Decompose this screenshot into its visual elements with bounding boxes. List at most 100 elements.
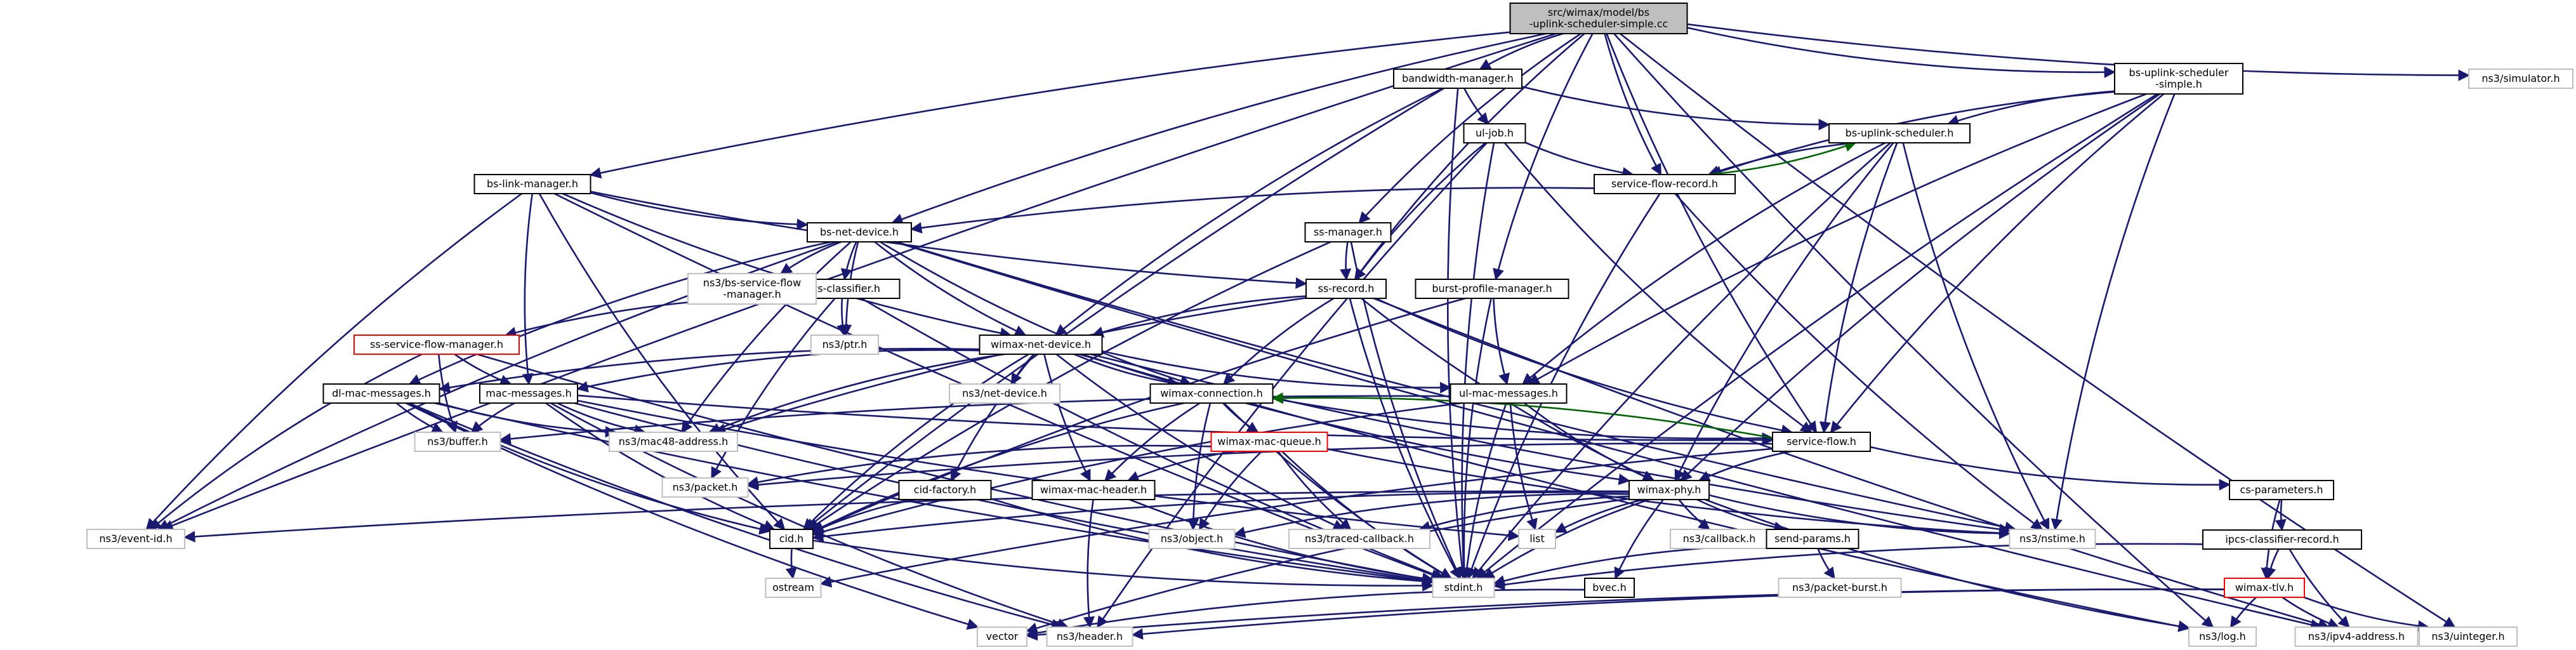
node-label-bandwidth-manager: bandwidth-manager.h xyxy=(1402,72,1514,84)
node-log: ns3/log.h xyxy=(2188,627,2257,647)
node-wimax-mac-header[interactable]: wimax-mac-header.h xyxy=(1031,480,1156,500)
include-edge-wimax-net-device-to-traced-callback xyxy=(1055,353,1345,531)
node-label-header: ns3/header.h xyxy=(1057,630,1123,642)
node-ul-mac-messages[interactable]: ul-mac-messages.h xyxy=(1450,383,1568,404)
node-service-flow[interactable]: service-flow.h xyxy=(1772,432,1871,452)
include-edge-bs-uplink-scheduler-simple-to-bs-uplink-scheduler xyxy=(1946,90,2115,126)
node-label-ss-manager: ss-manager.h xyxy=(1314,226,1382,238)
node-box-packet-burst xyxy=(1778,578,1902,598)
node-burst-profile-manager[interactable]: burst-profile-manager.h xyxy=(1415,279,1569,299)
include-edge-root-to-service-flow-record xyxy=(1604,33,1662,176)
node-box-ul-mac-messages xyxy=(1450,383,1568,404)
include-edge-wimax-phy-to-traced-callback xyxy=(1418,495,1630,533)
include-edge-wimax-phy-to-bvec xyxy=(1614,499,1664,580)
node-bvec[interactable]: bvec.h xyxy=(1584,578,1635,598)
node-bandwidth-manager[interactable]: bandwidth-manager.h xyxy=(1393,69,1522,89)
include-edge-bs-link-manager-to-event-id xyxy=(145,192,522,531)
include-edge-bs-uplink-scheduler-simple-to-nstime xyxy=(2051,93,2176,531)
node-box-wimax-phy xyxy=(1628,480,1710,500)
include-edge-wimax-net-device-to-cid xyxy=(803,353,1029,531)
node-box-ptr xyxy=(810,335,879,355)
node-box-traced-callback xyxy=(1288,529,1430,549)
node-wimax-tlv[interactable]: wimax-tlv.h xyxy=(2224,578,2305,598)
include-edge-bs-uplink-scheduler-to-wimax-phy xyxy=(1674,142,1894,482)
include-edge-bs-uplink-scheduler-simple-to-wimax-phy xyxy=(1680,93,2161,482)
node-box-service-flow-record xyxy=(1594,174,1736,194)
node-packet-burst: ns3/packet-burst.h xyxy=(1778,578,1902,598)
node-box-dl-mac-messages xyxy=(322,383,440,404)
node-cs-parameters[interactable]: cs-parameters.h xyxy=(2229,480,2334,500)
node-label-bs-service-flow-manager: ns3/bs-service-flow xyxy=(703,277,801,289)
node-ul-job[interactable]: ul-job.h xyxy=(1463,123,1526,143)
node-dl-mac-messages[interactable]: dl-mac-messages.h xyxy=(322,383,440,404)
include-edge-ipcs-classifier-record-to-stdint xyxy=(1493,543,2203,590)
node-bs-net-device[interactable]: bs-net-device.h xyxy=(807,222,912,242)
node-box-wimax-connection xyxy=(1149,383,1274,404)
node-mac-messages[interactable]: mac-messages.h xyxy=(479,383,578,404)
include-edge-wimax-mac-header-to-header xyxy=(1083,499,1095,628)
node-box-log xyxy=(2188,627,2257,647)
node-label-cid-factory: cid-factory.h xyxy=(914,484,976,496)
node-label-root: -uplink-scheduler-simple.cc xyxy=(1529,18,1668,30)
node-wimax-phy[interactable]: wimax-phy.h xyxy=(1628,480,1710,500)
include-edge-service-flow-record-to-bs-net-device xyxy=(910,187,1595,234)
node-ss-record[interactable]: ss-record.h xyxy=(1305,279,1387,299)
node-bs-link-manager[interactable]: bs-link-manager.h xyxy=(473,174,591,194)
include-edge-ul-mac-messages-to-stdint xyxy=(1461,402,1507,580)
include-edge-wimax-phy-to-callback xyxy=(1678,499,1711,531)
include-edge-ul-mac-messages-to-wimax-phy xyxy=(1524,402,1655,482)
node-service-flow-record[interactable]: service-flow-record.h xyxy=(1594,174,1736,194)
node-traced-callback: ns3/traced-callback.h xyxy=(1288,529,1430,549)
include-edge-burst-profile-manager-to-ul-mac-messages xyxy=(1493,298,1510,385)
node-net-device: ns3/net-device.h xyxy=(949,383,1060,404)
node-label-wimax-phy: wimax-phy.h xyxy=(1637,484,1701,496)
include-edge-ss-manager-to-cid xyxy=(807,241,1331,531)
node-label-bs-uplink-scheduler-simple: bs-uplink-scheduler xyxy=(2129,67,2229,79)
node-box-ipcs-classifier-record xyxy=(2202,529,2362,550)
node-wimax-net-device[interactable]: wimax-net-device.h xyxy=(979,335,1103,355)
node-wimax-mac-queue[interactable]: wimax-mac-queue.h xyxy=(1210,432,1328,452)
node-box-cs-parameters xyxy=(2229,480,2334,500)
node-ss-manager[interactable]: ss-manager.h xyxy=(1304,222,1392,242)
node-label-bs-uplink-scheduler-simple: -simple.h xyxy=(2155,78,2202,90)
node-ss-service-flow-manager[interactable]: ss-service-flow-manager.h xyxy=(353,335,520,355)
node-ipcs-classifier-record[interactable]: ipcs-classifier-record.h xyxy=(2202,529,2362,550)
node-root[interactable]: src/wimax/model/bs-uplink-scheduler-simp… xyxy=(1509,3,1688,34)
node-wimax-connection[interactable]: wimax-connection.h xyxy=(1149,383,1274,404)
node-box-object xyxy=(1148,529,1236,549)
include-edge-ul-job-to-stdint xyxy=(1458,142,1495,580)
include-edge-ss-record-to-ipv4-address xyxy=(1373,297,2330,630)
node-box-bs-net-device xyxy=(807,222,912,242)
include-edge-wimax-phy-to-send-params xyxy=(1696,498,1786,533)
include-edge-mac-messages-to-cid xyxy=(545,402,776,531)
node-label-service-flow-record: service-flow-record.h xyxy=(1611,178,1718,190)
include-edge-bs-net-device-to-wimax-connection xyxy=(880,241,1192,387)
include-edge-bs-uplink-scheduler-simple-to-ul-mac-messages xyxy=(1528,93,2147,385)
node-callback: ns3/callback.h xyxy=(1670,529,1769,549)
include-edge-bs-net-device-to-bs-service-flow-manager xyxy=(780,241,842,275)
node-label-packet: ns3/packet.h xyxy=(673,481,738,493)
node-send-params[interactable]: send-params.h xyxy=(1766,529,1859,549)
node-box-packet xyxy=(661,477,749,498)
node-label-stdint: stdint.h xyxy=(1444,581,1483,594)
node-box-wimax-net-device xyxy=(979,335,1103,355)
node-cid-factory[interactable]: cid-factory.h xyxy=(898,480,992,500)
node-box-service-flow xyxy=(1772,432,1871,452)
node-box-bs-service-flow-manager xyxy=(687,273,817,305)
node-box-ul-job xyxy=(1463,123,1526,143)
node-cid[interactable]: cid.h xyxy=(769,529,814,549)
node-uinteger: ns3/uinteger.h xyxy=(2419,627,2518,647)
node-bs-uplink-scheduler[interactable]: bs-uplink-scheduler.h xyxy=(1828,123,1971,143)
node-box-simulator xyxy=(2468,69,2573,89)
node-box-bvec xyxy=(1584,578,1635,598)
include-edge-bs-uplink-scheduler-simple-to-stdint xyxy=(1476,93,2158,580)
include-edge-service-flow-record-to-nstime xyxy=(1674,193,2044,531)
node-box-buffer xyxy=(414,432,501,452)
include-edge-wimax-net-device-to-dl-mac-messages xyxy=(438,348,980,394)
node-box-header xyxy=(1046,627,1133,647)
include-edge-ul-mac-messages-to-cid xyxy=(812,402,1462,538)
include-edge-bs-uplink-scheduler-to-nstime xyxy=(1902,142,2050,531)
include-edge-ul-job-to-ss-record xyxy=(1354,142,1486,281)
node-bs-uplink-scheduler-simple[interactable]: bs-uplink-scheduler-simple.h xyxy=(2114,63,2243,95)
node-ipcs-classifier[interactable]: ipcs-classifier.h xyxy=(783,279,901,299)
